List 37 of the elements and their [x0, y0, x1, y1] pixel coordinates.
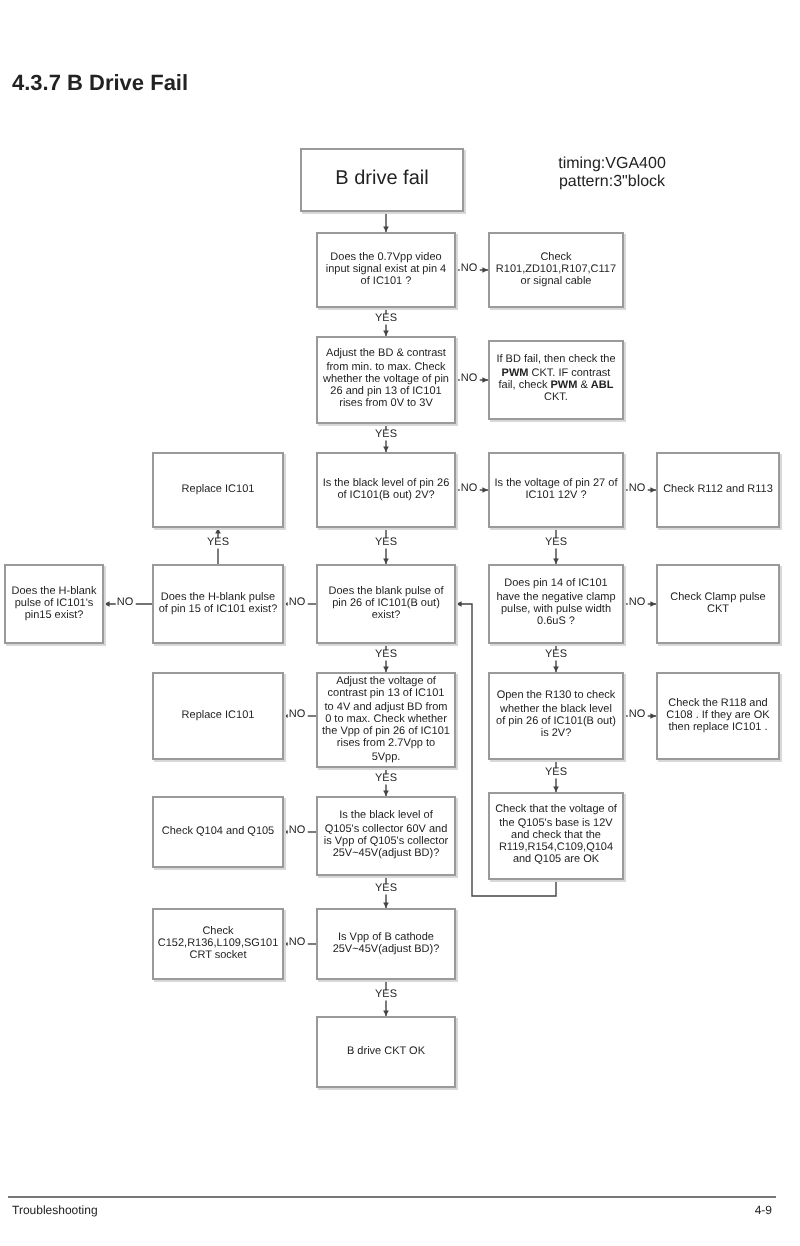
- process-box: [656, 672, 780, 760]
- process-box: [488, 452, 624, 528]
- process-box: [656, 564, 780, 644]
- arrow: [383, 423, 389, 453]
- process-box: [152, 452, 284, 528]
- arrow: [455, 601, 557, 897]
- arrow: [383, 211, 389, 233]
- process-box: [488, 232, 624, 308]
- process-box: [316, 564, 456, 644]
- process-box: [316, 336, 456, 424]
- process-box: [316, 1016, 456, 1088]
- arrow: [383, 307, 389, 337]
- arrow: [383, 767, 389, 797]
- process-box: [488, 792, 624, 880]
- box-text: B drive fail: [335, 168, 429, 192]
- process-box: [152, 796, 284, 868]
- arrow: [383, 527, 389, 565]
- arrow: [215, 527, 221, 565]
- process-box: [300, 148, 464, 212]
- process-box: [316, 452, 456, 528]
- process-box: [488, 340, 624, 420]
- process-box: [152, 672, 284, 760]
- process-box: [316, 796, 456, 876]
- process-box: [4, 564, 104, 644]
- process-box: [316, 232, 456, 308]
- process-box: [152, 564, 284, 644]
- section-title: 4.3.7 B Drive Fail: [12, 72, 189, 96]
- arrow: [553, 527, 559, 565]
- process-box: [488, 672, 624, 760]
- process-box: [316, 908, 456, 980]
- arrow: [553, 643, 559, 673]
- process-box: [152, 908, 284, 980]
- arrow: [383, 979, 389, 1017]
- arrow: [383, 643, 389, 673]
- process-box: [488, 564, 624, 644]
- process-box: [656, 452, 780, 528]
- note-text: timing:VGA400 pattern:3"block: [556, 154, 668, 190]
